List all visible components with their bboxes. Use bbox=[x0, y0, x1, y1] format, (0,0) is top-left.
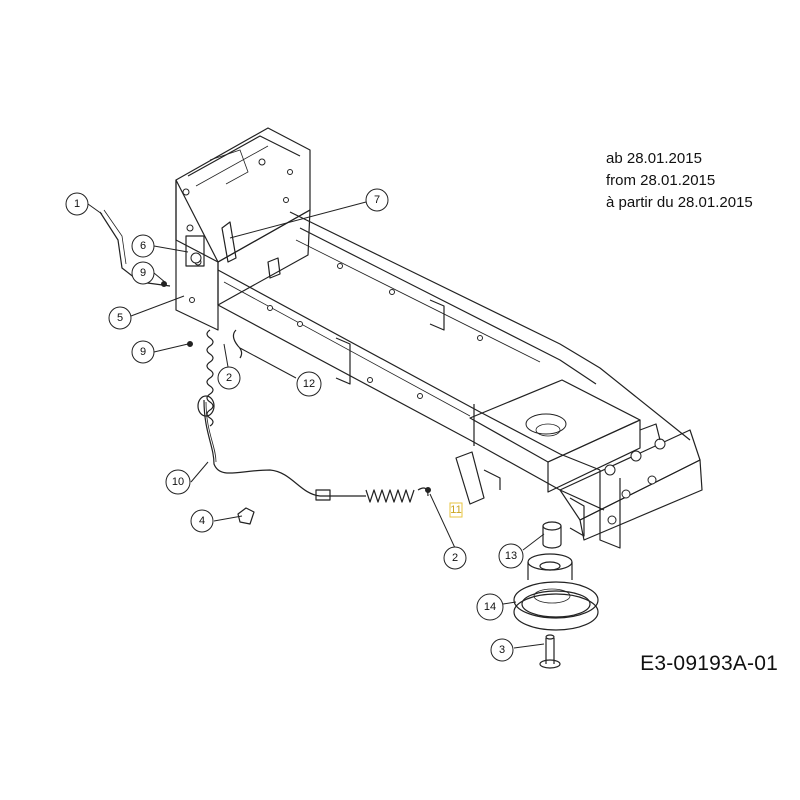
tension-bracket bbox=[455, 451, 501, 505]
svg-text:1: 1 bbox=[74, 198, 80, 210]
callout-14: 14 bbox=[476, 593, 504, 621]
cable-clip bbox=[237, 507, 255, 525]
svg-text:12: 12 bbox=[303, 378, 315, 390]
validity-note-en: from 28.01.2015 bbox=[606, 172, 716, 189]
vertical-spring bbox=[206, 329, 243, 427]
drawing-code: E3-09193A-01 bbox=[640, 652, 778, 675]
callout-4: 4 bbox=[190, 509, 214, 533]
validity-note-de: ab 28.01.2015 bbox=[606, 150, 702, 167]
svg-text:2: 2 bbox=[452, 552, 458, 564]
frame-rear-tower bbox=[175, 127, 311, 331]
leader-lines bbox=[87, 201, 545, 649]
callout-11: 11 bbox=[446, 500, 466, 520]
callout-3: 3 bbox=[490, 638, 514, 662]
control-cable bbox=[197, 395, 366, 501]
lift-lever bbox=[99, 209, 171, 287]
callout-6: 6 bbox=[131, 234, 155, 258]
callout-9-lower: 9 bbox=[131, 340, 155, 364]
frame-rails bbox=[217, 211, 691, 511]
callout-2-upper: 2 bbox=[217, 366, 241, 390]
callout-1: 1 bbox=[65, 192, 89, 216]
horizontal-spring bbox=[365, 487, 431, 503]
callout-2-lower: 2 bbox=[443, 546, 467, 570]
pulley bbox=[513, 553, 599, 631]
svg-text:10: 10 bbox=[172, 476, 184, 488]
svg-text:3: 3 bbox=[499, 644, 505, 656]
svg-text:7: 7 bbox=[374, 194, 380, 206]
svg-text:13: 13 bbox=[505, 550, 517, 562]
svg-text:4: 4 bbox=[199, 515, 205, 527]
svg-text:9: 9 bbox=[140, 346, 146, 358]
svg-text:14: 14 bbox=[484, 601, 496, 613]
callout-12: 12 bbox=[296, 371, 322, 397]
validity-note-fr: à partir du 28.01.2015 bbox=[606, 194, 753, 211]
callout-9-upper: 9 bbox=[131, 261, 155, 285]
callout-5: 5 bbox=[108, 306, 132, 330]
bushing bbox=[542, 521, 562, 549]
svg-text:5: 5 bbox=[117, 312, 123, 324]
svg-text:9: 9 bbox=[140, 267, 146, 279]
svg-text:2: 2 bbox=[226, 372, 232, 384]
frame-front-plate bbox=[469, 379, 703, 549]
svg-text:11: 11 bbox=[450, 504, 461, 516]
callout-13: 13 bbox=[498, 543, 524, 569]
callout-10: 10 bbox=[165, 469, 191, 495]
callout-7: 7 bbox=[365, 188, 389, 212]
tower-hardware bbox=[161, 221, 281, 347]
pulley-bolt bbox=[539, 634, 561, 669]
svg-text:6: 6 bbox=[140, 240, 146, 252]
